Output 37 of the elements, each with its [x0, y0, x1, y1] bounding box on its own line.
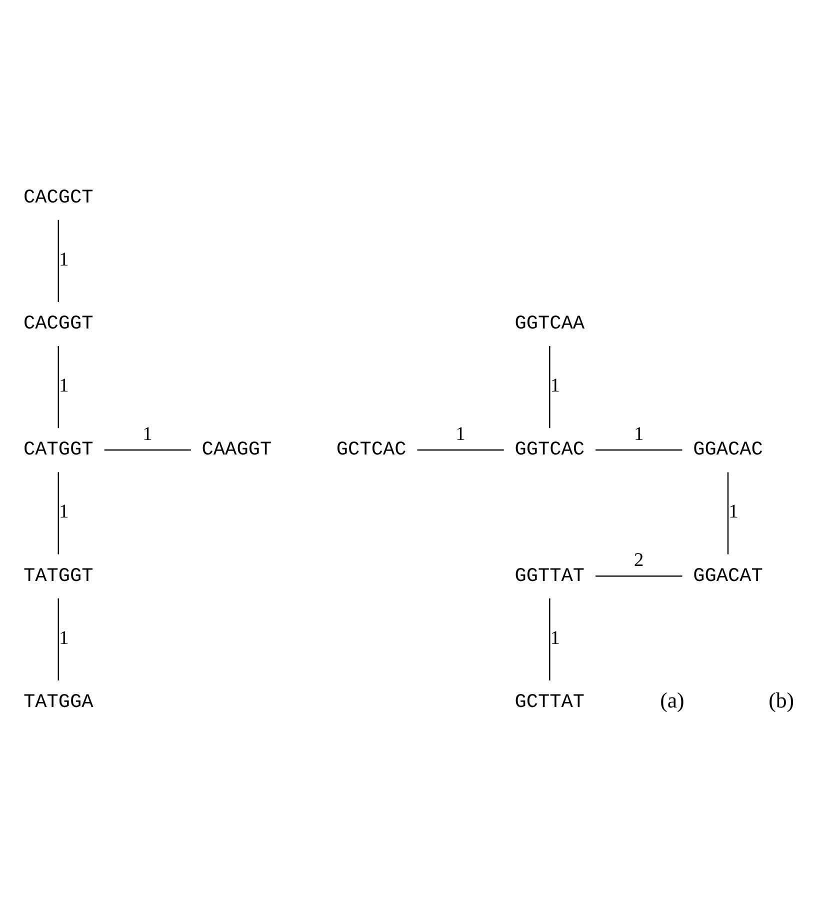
connector	[104, 448, 191, 450]
edge-label: 1	[142, 424, 152, 445]
label: (b)	[768, 688, 794, 712]
node-text: GGTCAA	[514, 312, 585, 334]
connector	[58, 598, 59, 680]
connector	[58, 472, 59, 554]
node-text: CAAGGT	[202, 438, 272, 460]
node-text: GCTCAC	[336, 438, 406, 460]
connector	[549, 346, 550, 428]
connector	[549, 598, 550, 680]
node-text: GGACAC	[693, 438, 763, 460]
edge-label: 1	[634, 424, 644, 445]
connector	[417, 448, 504, 450]
connector	[58, 346, 59, 428]
edge-label: 1	[58, 375, 69, 396]
node-text: GCTTAT	[514, 690, 585, 712]
node-text: TATGGT	[23, 564, 94, 586]
node-text: CACGGT	[23, 312, 94, 334]
edge-label: 1	[550, 627, 560, 648]
edge-label: 1	[728, 501, 738, 522]
edge-label: 1	[58, 501, 69, 522]
connector	[596, 575, 682, 576]
edge-label: 1	[58, 627, 69, 648]
node-text: CACGCT	[23, 186, 94, 208]
label: (a)	[660, 688, 684, 712]
connector	[727, 472, 729, 554]
node-text: GGTTAT	[514, 564, 585, 586]
edge-label: 1	[58, 248, 69, 270]
node-text: TATGGA	[23, 690, 94, 712]
node-text: GGTCAC	[514, 438, 585, 460]
connector	[596, 448, 682, 450]
edge-label: 1	[550, 375, 560, 396]
node-text: CATGGT	[23, 438, 94, 460]
node-text: GGACAT	[693, 564, 763, 586]
edge-label: 1	[456, 424, 466, 445]
edge-label: 2	[634, 550, 644, 571]
connector	[58, 219, 59, 302]
